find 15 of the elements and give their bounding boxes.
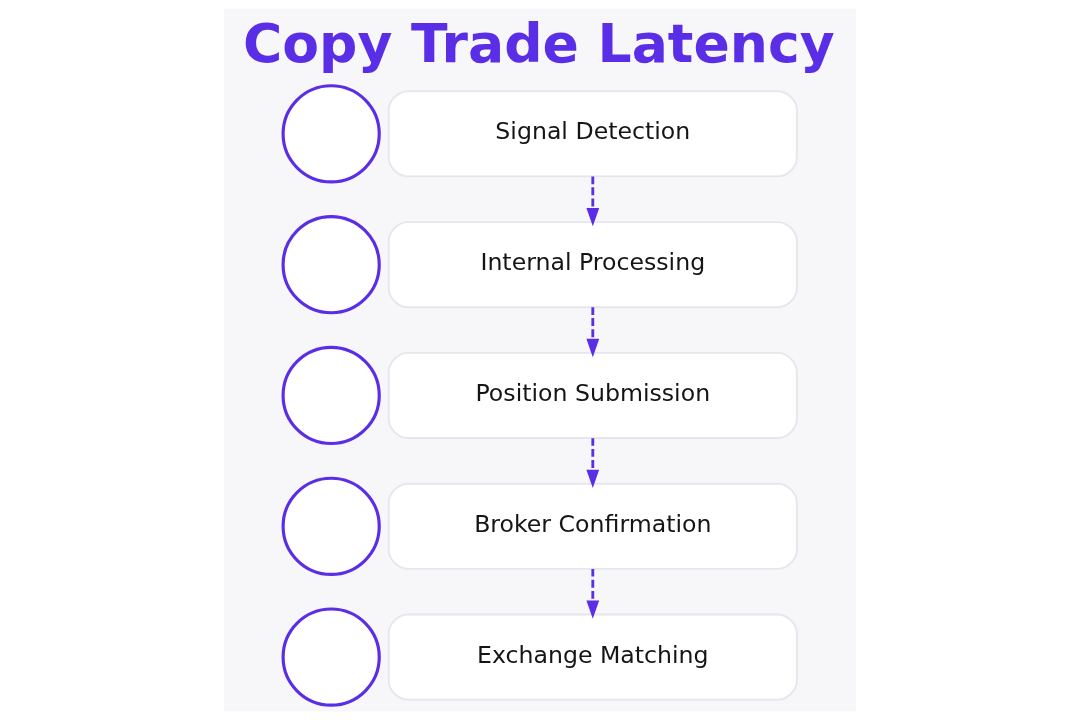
- node-circle: [281, 607, 381, 707]
- node-box: Broker Confirmation: [387, 482, 798, 570]
- node-box: Signal Detection: [387, 90, 798, 178]
- node-box: Exchange Matching: [387, 613, 798, 701]
- diagram-title: Copy Trade Latency: [242, 12, 835, 76]
- arrow: [586, 176, 600, 227]
- node-circle: [281, 84, 381, 184]
- node-box: Internal Processing: [387, 221, 798, 309]
- arrow: [586, 438, 600, 488]
- node-circle: [281, 476, 381, 576]
- node-circle: [281, 345, 381, 446]
- node-box: Position Submission: [387, 351, 798, 439]
- arrow: [586, 568, 600, 619]
- node-circle: [281, 215, 381, 315]
- arrow: [586, 307, 600, 358]
